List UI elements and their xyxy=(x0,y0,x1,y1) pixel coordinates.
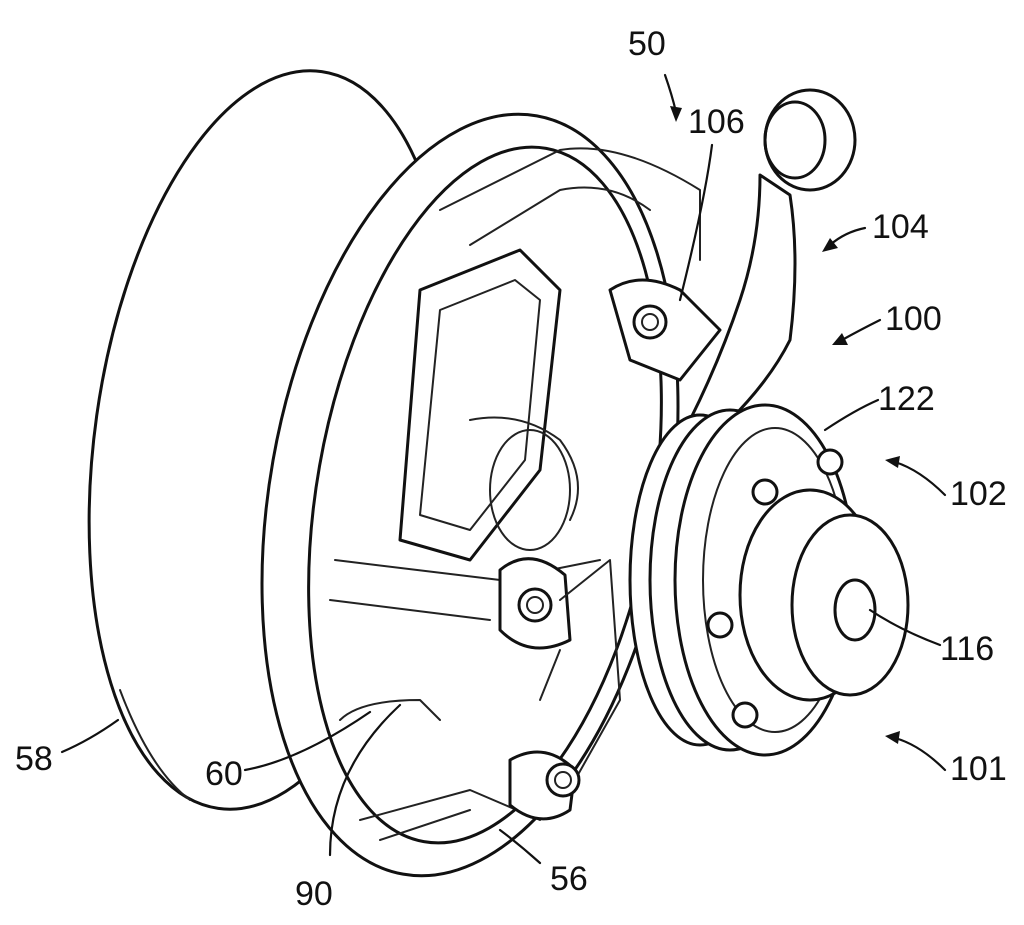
label-116: 116 xyxy=(940,630,994,668)
label-56: 56 xyxy=(550,860,588,898)
label-58: 58 xyxy=(15,740,53,778)
stud-bottom xyxy=(731,701,759,729)
bolt-upper xyxy=(632,304,668,340)
leader-60 xyxy=(243,710,372,772)
bolt-lower xyxy=(545,762,581,798)
label-60: 60 xyxy=(205,755,243,793)
bolt-middle xyxy=(517,587,553,623)
leader-90 xyxy=(328,703,402,857)
stud-lower-left xyxy=(706,611,734,639)
knuckle xyxy=(498,278,722,821)
leader-106 xyxy=(678,143,714,302)
arrow-102 xyxy=(885,456,947,497)
label-122: 122 xyxy=(878,380,935,418)
stud-top xyxy=(816,448,844,476)
leader-116 xyxy=(868,608,942,647)
leader-56 xyxy=(498,828,542,865)
label-106: 106 xyxy=(688,103,745,141)
arrow-50 xyxy=(663,73,682,122)
bearing-cap xyxy=(738,488,910,702)
leader-58 xyxy=(60,718,120,754)
reference-labels: 50 106 104 100 122 102 116 101 58 60 90 … xyxy=(15,25,1007,913)
stud-upper-left xyxy=(751,478,779,506)
label-104: 104 xyxy=(872,208,929,246)
label-102: 102 xyxy=(950,475,1007,513)
inner-frame xyxy=(329,147,701,841)
arrow-101 xyxy=(885,731,947,772)
label-90: 90 xyxy=(295,875,333,913)
label-101: 101 xyxy=(950,750,1007,788)
label-100: 100 xyxy=(885,300,942,338)
leader-lines xyxy=(60,73,947,865)
leader-122 xyxy=(823,398,880,432)
bolts xyxy=(517,304,668,798)
arrow-104 xyxy=(822,226,867,252)
wheel-studs xyxy=(706,448,844,729)
arrow-100 xyxy=(832,318,882,345)
label-50: 50 xyxy=(628,25,666,63)
